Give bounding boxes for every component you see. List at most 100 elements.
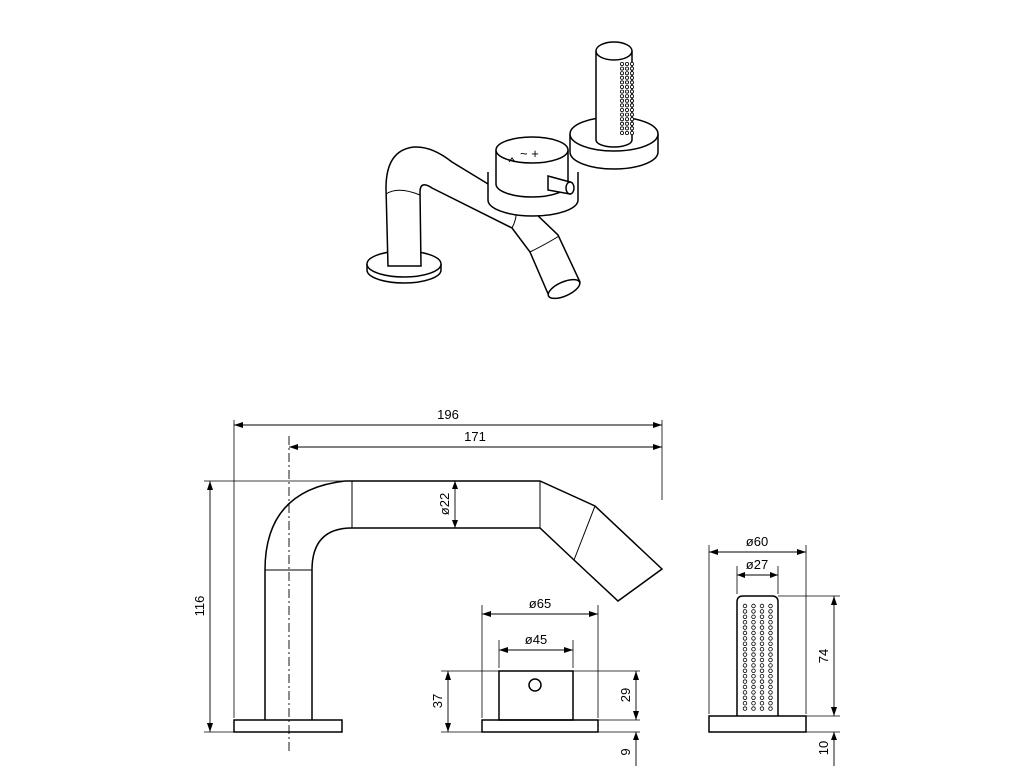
nozzle-dot bbox=[759, 630, 765, 636]
nozzle-dot bbox=[768, 641, 773, 646]
dim-label-171: 171 bbox=[464, 429, 486, 444]
nozzle-dot bbox=[751, 684, 756, 690]
nozzle-dot bbox=[759, 625, 765, 630]
iso-nozzle-dot bbox=[625, 85, 630, 90]
nozzle-dot bbox=[768, 679, 773, 684]
dim-label-116: 116 bbox=[192, 596, 207, 617]
nozzle-dot bbox=[751, 636, 756, 641]
iso-nozzle-dot bbox=[625, 98, 630, 103]
nozzle-dot bbox=[759, 668, 765, 673]
nozzle-dot bbox=[759, 679, 765, 684]
iso-nozzle-dot bbox=[630, 94, 635, 99]
nozzle-dot bbox=[768, 690, 773, 695]
iso-nozzle-dot bbox=[620, 130, 625, 135]
dim-label-d65: ø65 bbox=[529, 596, 551, 611]
iso-nozzle-dot bbox=[630, 85, 635, 90]
iso-nozzle-dot bbox=[620, 85, 625, 90]
iso-spout bbox=[385, 146, 582, 300]
nozzle-dot bbox=[742, 695, 748, 700]
nozzle-dot bbox=[759, 636, 765, 641]
nozzle-dot bbox=[742, 614, 748, 619]
iso-nozzle-dot bbox=[630, 126, 635, 131]
iso-nozzle-dot bbox=[625, 126, 630, 131]
nozzle-dot bbox=[742, 641, 748, 646]
nozzle-dot bbox=[742, 630, 748, 636]
iso-nozzle-dot bbox=[625, 71, 630, 76]
nozzle-dot bbox=[751, 609, 756, 614]
nozzle-dot bbox=[768, 630, 773, 636]
nozzle-dot bbox=[768, 609, 773, 614]
nozzle-dot bbox=[751, 668, 756, 673]
iso-nozzle-dot bbox=[620, 89, 625, 94]
nozzle-dot bbox=[742, 652, 748, 657]
mixer-marking-text: ~ + bbox=[520, 146, 539, 161]
iso-nozzle-dot bbox=[620, 71, 625, 76]
isometric-view: ~ + bbox=[366, 41, 659, 300]
nozzle-dot bbox=[759, 603, 765, 609]
nozzle-dot bbox=[768, 603, 773, 609]
iso-nozzle-dot bbox=[630, 71, 635, 76]
iso-nozzle-dot bbox=[630, 89, 635, 94]
iso-nozzle-dot bbox=[620, 103, 625, 108]
dim-label-29: 29 bbox=[618, 688, 633, 702]
nozzle-dot bbox=[751, 706, 756, 711]
dim-label-74: 74 bbox=[816, 649, 831, 663]
nozzle-dot bbox=[759, 690, 765, 695]
nozzle-dot bbox=[742, 603, 748, 609]
iso-nozzle-dot bbox=[625, 94, 630, 99]
iso-nozzle-dot bbox=[625, 80, 630, 85]
nozzle-dot bbox=[768, 684, 773, 690]
nozzle-dot bbox=[742, 636, 748, 641]
iso-nozzle-dot bbox=[630, 75, 635, 80]
dim-label-d60: ø60 bbox=[746, 534, 768, 549]
nozzle-dot bbox=[768, 657, 773, 663]
nozzle-dot bbox=[759, 695, 765, 700]
iso-hand-shower bbox=[569, 41, 659, 170]
nozzle-dot bbox=[768, 674, 773, 679]
nozzle-dot bbox=[768, 614, 773, 619]
iso-nozzle-dot bbox=[620, 126, 625, 131]
nozzle-dot bbox=[742, 657, 748, 663]
nozzle-dot bbox=[759, 706, 765, 711]
nozzle-dot bbox=[768, 663, 773, 668]
dim-label-9: 9 bbox=[618, 748, 633, 755]
nozzle-dot bbox=[751, 652, 756, 657]
nozzle-dot bbox=[751, 701, 756, 706]
nozzle-dot bbox=[751, 641, 756, 646]
dimension-labels: 196 171 116 ø22 ø65 ø45 37 29 9 ø60 ø27 … bbox=[192, 407, 831, 756]
nozzle-dot bbox=[742, 684, 748, 690]
dimension-lines bbox=[207, 422, 837, 766]
nozzle-dot bbox=[759, 652, 765, 657]
iso-nozzle-dot bbox=[630, 98, 635, 103]
iso-nozzle-dot bbox=[630, 62, 635, 67]
iso-nozzle-dot bbox=[625, 103, 630, 108]
nozzle-dot bbox=[751, 695, 756, 700]
iso-nozzle-dot bbox=[620, 98, 625, 103]
nozzle-dot bbox=[742, 620, 748, 625]
nozzle-dot bbox=[768, 668, 773, 673]
iso-nozzle-dot bbox=[620, 75, 625, 80]
iso-nozzle-dot bbox=[620, 62, 625, 67]
nozzle-dot bbox=[759, 614, 765, 619]
dim-label-d45: ø45 bbox=[525, 632, 547, 647]
mixer-elevation bbox=[481, 670, 599, 733]
nozzle-dot bbox=[768, 625, 773, 630]
nozzle-dot bbox=[768, 647, 773, 652]
nozzle-dot bbox=[751, 630, 756, 636]
iso-nozzle-dot bbox=[620, 80, 625, 85]
iso-nozzle-dot bbox=[625, 117, 630, 122]
nozzle-dot bbox=[751, 674, 756, 679]
nozzle-dot bbox=[759, 609, 765, 614]
nozzle-dot bbox=[751, 614, 756, 619]
spout-elevation bbox=[233, 436, 664, 752]
iso-nozzle-dot bbox=[630, 66, 635, 71]
iso-shower-nozzles bbox=[620, 62, 635, 135]
iso-nozzle-dot bbox=[630, 130, 635, 135]
nozzle-dot bbox=[742, 609, 748, 614]
iso-nozzle-dot bbox=[630, 121, 635, 126]
iso-nozzle-dot bbox=[620, 121, 625, 126]
nozzle-dot bbox=[759, 657, 765, 663]
nozzle-dot bbox=[768, 701, 773, 706]
iso-nozzle-dot bbox=[630, 117, 635, 122]
